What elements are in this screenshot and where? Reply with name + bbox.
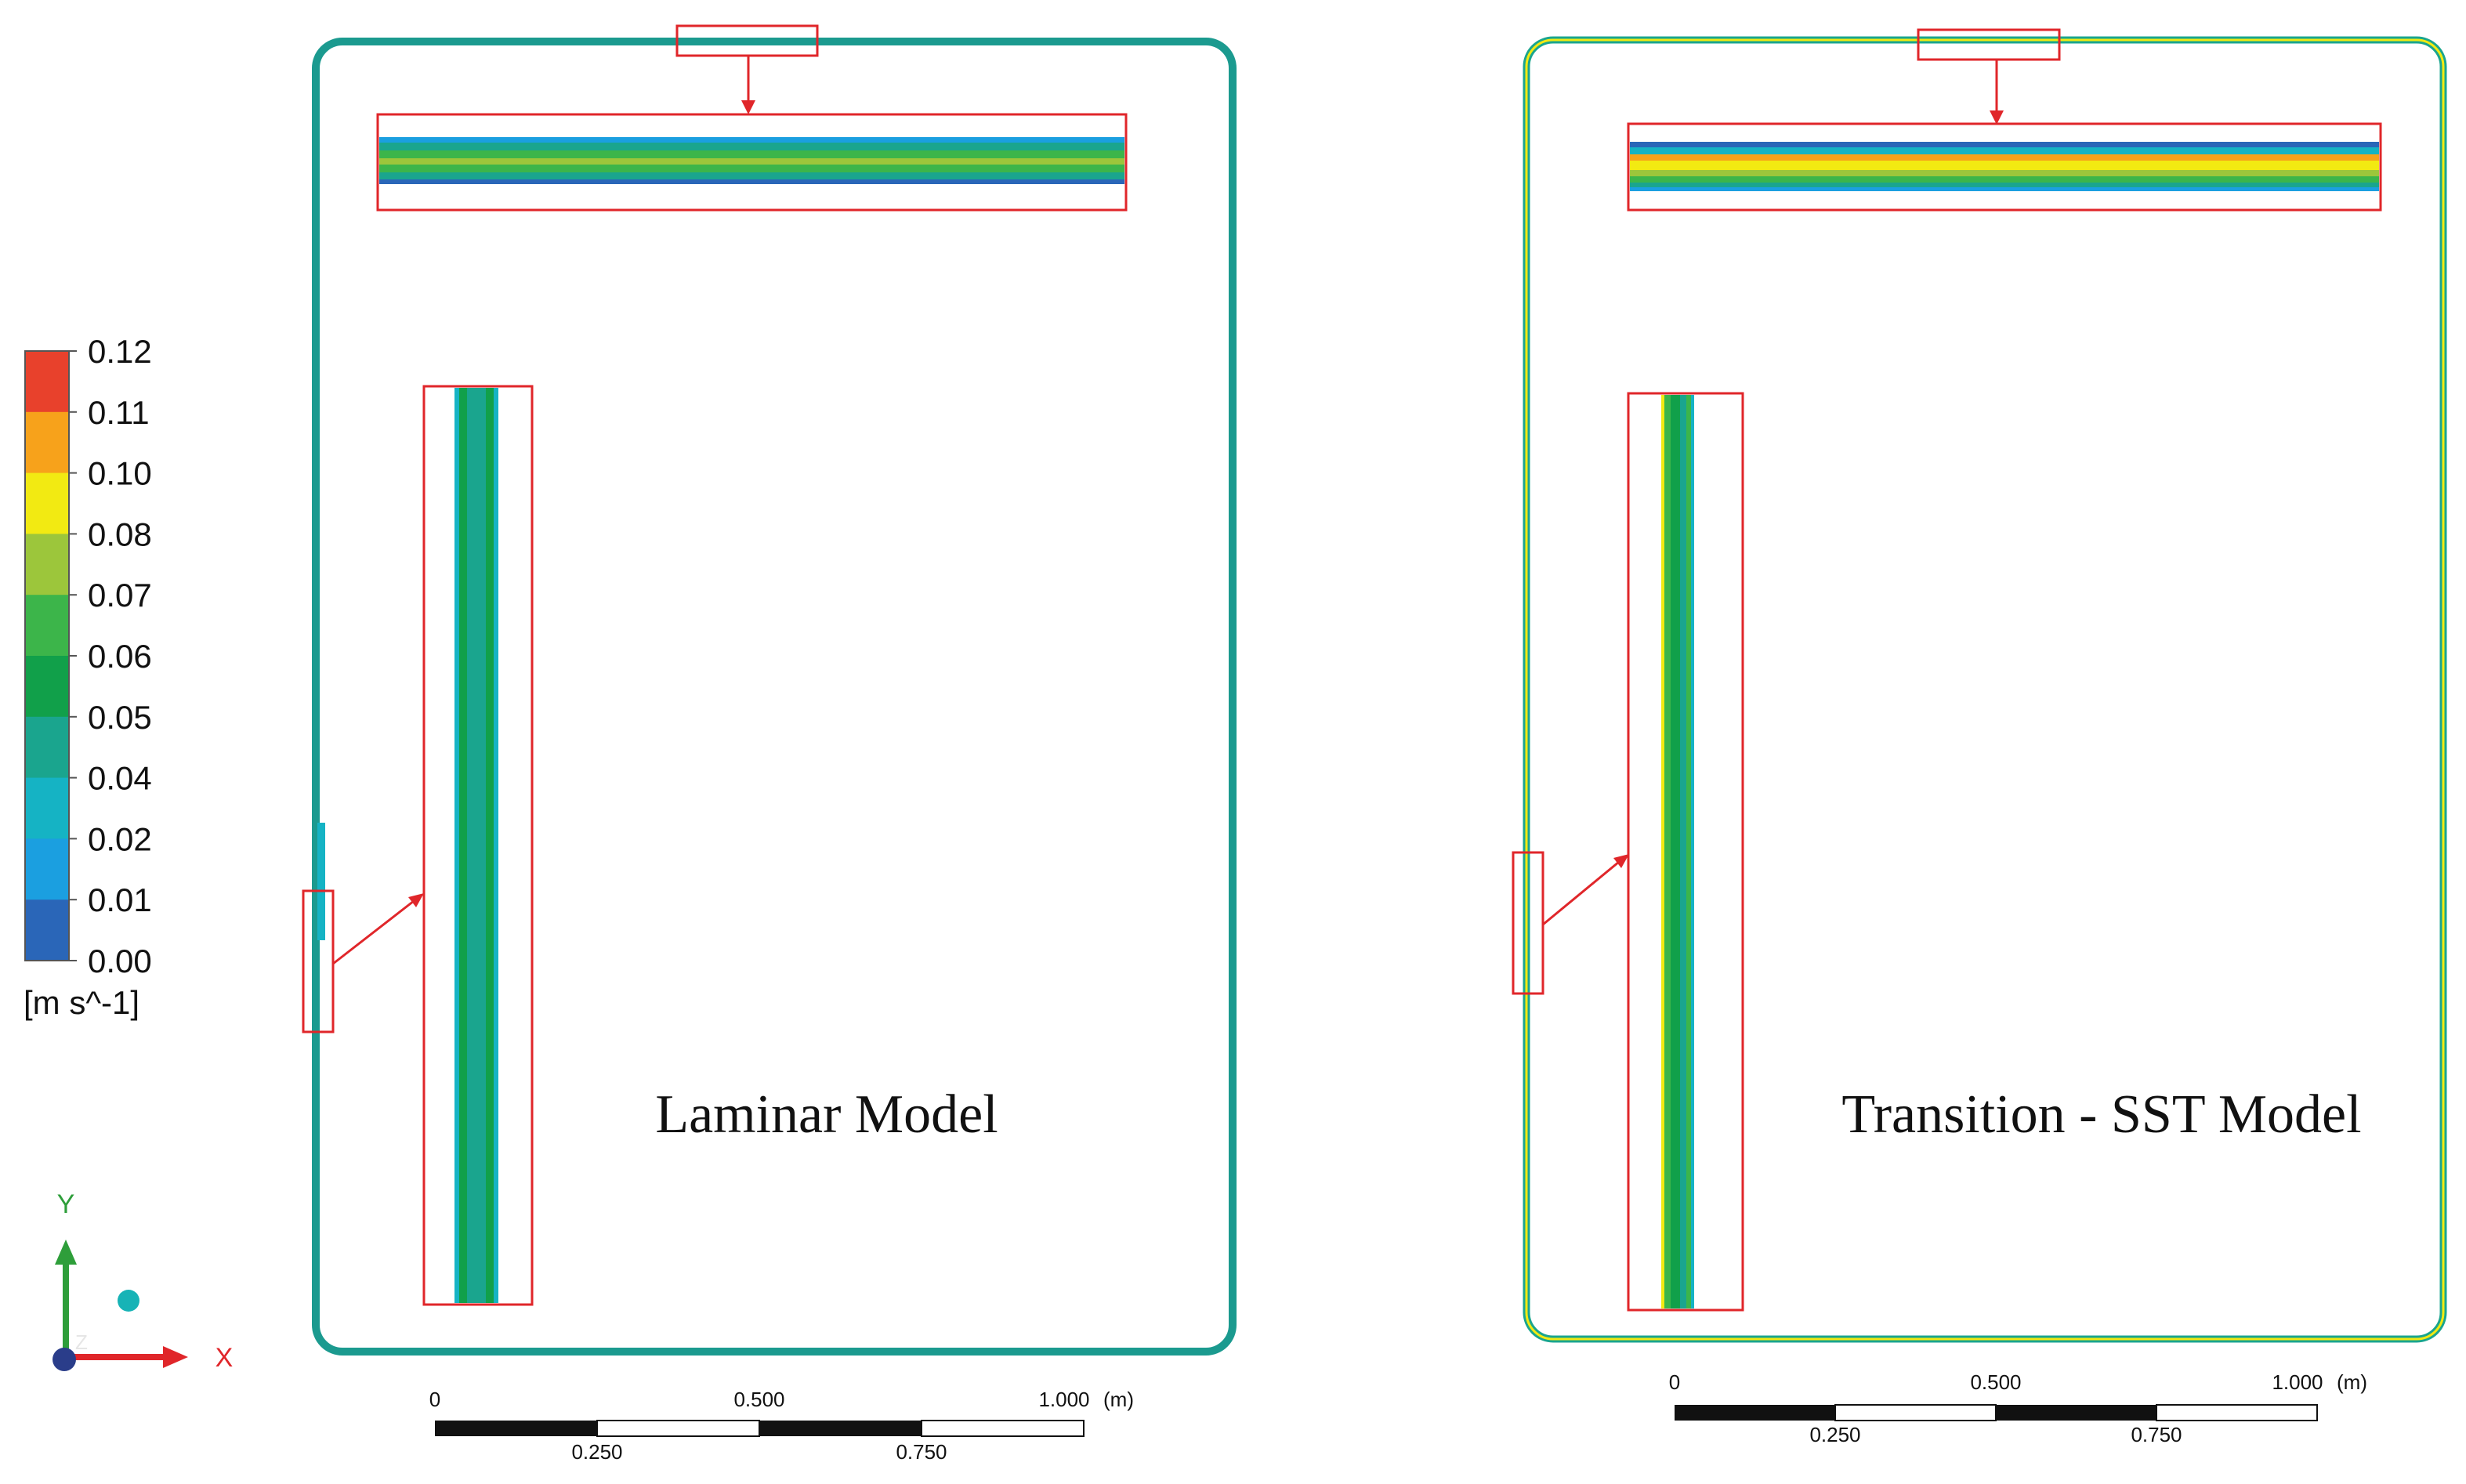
panel-laminar: Laminar Model 0 0.500 1.000 (m) 0.250 0.…	[302, 24, 1237, 1464]
side-band-2	[459, 388, 467, 1303]
legend-tick-label: 0.01	[88, 881, 152, 918]
color-legend: 0.12 0.11 0.10 0.08 0.07 0.06 0.05 0.04 0.02 0.01…	[24, 333, 152, 1021]
axis-triad: Y X Z	[53, 1189, 233, 1373]
legend-color-bands	[25, 351, 69, 961]
legend-tick-label: 0.00	[88, 943, 152, 979]
band-inner-top	[379, 150, 1124, 158]
y-axis-arrowhead	[55, 1240, 77, 1265]
side-band-1	[454, 388, 459, 1303]
legend-band	[25, 472, 69, 534]
y-axis-label: Y	[57, 1189, 75, 1219]
scale-label-0250: 0.250	[571, 1440, 622, 1464]
scale-segment-3	[759, 1421, 922, 1436]
side-band-6	[1691, 395, 1694, 1308]
side-band-3	[467, 388, 486, 1303]
legend-band	[25, 899, 69, 961]
band-outer-bottom	[1630, 187, 2379, 191]
legend-tick-label: 0.08	[88, 516, 152, 552]
legend-ticks: 0.12 0.11 0.10 0.08 0.07 0.06 0.05 0.04 0.02 0.01…	[69, 333, 152, 979]
scale-label-0500: 0.500	[1970, 1370, 2021, 1394]
scale-label-0: 0	[1669, 1370, 1680, 1394]
scale-unit: (m)	[2337, 1370, 2367, 1394]
scale-segment-4	[2156, 1404, 2318, 1421]
view-center-marker	[118, 1290, 139, 1312]
band-mid-bottom	[379, 172, 1124, 179]
side-callout-arrowhead	[1613, 854, 1629, 868]
scale-label-0750: 0.750	[896, 1440, 947, 1464]
scale-segment-4	[921, 1420, 1085, 1437]
domain-outline-inner	[1525, 38, 2445, 1341]
domain-outline	[312, 38, 1237, 1356]
band-core	[1630, 161, 2379, 170]
legend-band	[25, 411, 69, 474]
band-mid-top	[1630, 147, 2379, 154]
scale-label-0250: 0.250	[1809, 1423, 1860, 1446]
x-axis-label: X	[215, 1343, 234, 1373]
legend-band	[25, 656, 69, 718]
legend-tick-label: 0.04	[88, 760, 152, 797]
side-band-2	[1664, 395, 1671, 1308]
band-mid-bottom-2	[1630, 183, 2379, 187]
scale-segment-1	[1675, 1405, 1835, 1421]
legend-band	[25, 716, 69, 779]
band-outer-top	[379, 137, 1124, 143]
scale-label-0750: 0.750	[2131, 1423, 2182, 1446]
legend-band	[25, 534, 69, 595]
scale-segment-1	[435, 1421, 597, 1436]
z-axis-dot	[53, 1348, 76, 1371]
scale-bar: 0 0.500 1.000 (m) 0.250 0.750	[1669, 1370, 2367, 1446]
scale-segment-2	[1834, 1404, 1997, 1421]
legend-tick-label: 0.11	[88, 394, 150, 431]
side-band-1	[1661, 395, 1664, 1308]
scale-label-1000: 1.000	[1038, 1388, 1089, 1411]
top-highlight-box	[1917, 28, 2061, 61]
legend-tick-label: 0.07	[88, 577, 152, 614]
legend-tick-label: 0.12	[88, 333, 152, 370]
side-band-3	[1671, 395, 1680, 1308]
scale-segment-3	[1996, 1405, 2156, 1421]
side-callout-arrowhead	[408, 893, 424, 907]
band-inner-bottom	[1630, 170, 2379, 176]
legend-tick-label: 0.02	[88, 820, 152, 857]
side-highlight-box	[1512, 851, 1544, 995]
legend-tick-label: 0.10	[88, 455, 152, 492]
x-axis-arrowhead	[163, 1346, 188, 1368]
band-mid-bottom	[1630, 176, 2379, 183]
band-core	[379, 158, 1124, 165]
legend-unit: [m s^-1]	[24, 984, 139, 1021]
side-callout-line	[332, 899, 415, 965]
band-inner-top	[1630, 154, 2379, 161]
band-inner-bottom	[379, 165, 1124, 172]
legend-band	[25, 595, 69, 657]
scale-label-0500: 0.500	[733, 1388, 784, 1411]
legend-band	[25, 351, 69, 413]
z-axis-label: Z	[75, 1330, 88, 1354]
side-band-4	[1680, 395, 1686, 1308]
side-band-5	[494, 388, 498, 1303]
scale-label-0: 0	[429, 1388, 440, 1411]
top-callout-arrowhead	[741, 100, 755, 114]
legend-tick-label: 0.05	[88, 699, 152, 736]
side-callout-line	[1542, 860, 1620, 926]
band-outer-top	[1630, 142, 2379, 147]
scale-label-1000: 1.000	[2272, 1370, 2323, 1394]
band-mid-top	[379, 143, 1124, 150]
scale-bar: 0 0.500 1.000 (m) 0.250 0.750	[429, 1388, 1134, 1464]
top-callout-arrowhead	[1990, 110, 2004, 125]
side-highlight-box	[302, 889, 335, 1033]
side-band-4	[486, 388, 494, 1303]
side-band-5	[1686, 395, 1691, 1308]
band-outer-bottom	[379, 179, 1124, 184]
legend-band	[25, 838, 69, 900]
scale-unit: (m)	[1103, 1388, 1134, 1411]
panel-title: Laminar Model	[655, 1084, 998, 1145]
legend-tick-label: 0.06	[88, 638, 152, 675]
legend-band	[25, 777, 69, 839]
panel-transition-sst: Transition - SST Model 0 0.500 1.000 (m)…	[1512, 28, 2447, 1446]
panel-title: Transition - SST Model	[1841, 1084, 2361, 1145]
scale-segment-2	[596, 1420, 760, 1437]
